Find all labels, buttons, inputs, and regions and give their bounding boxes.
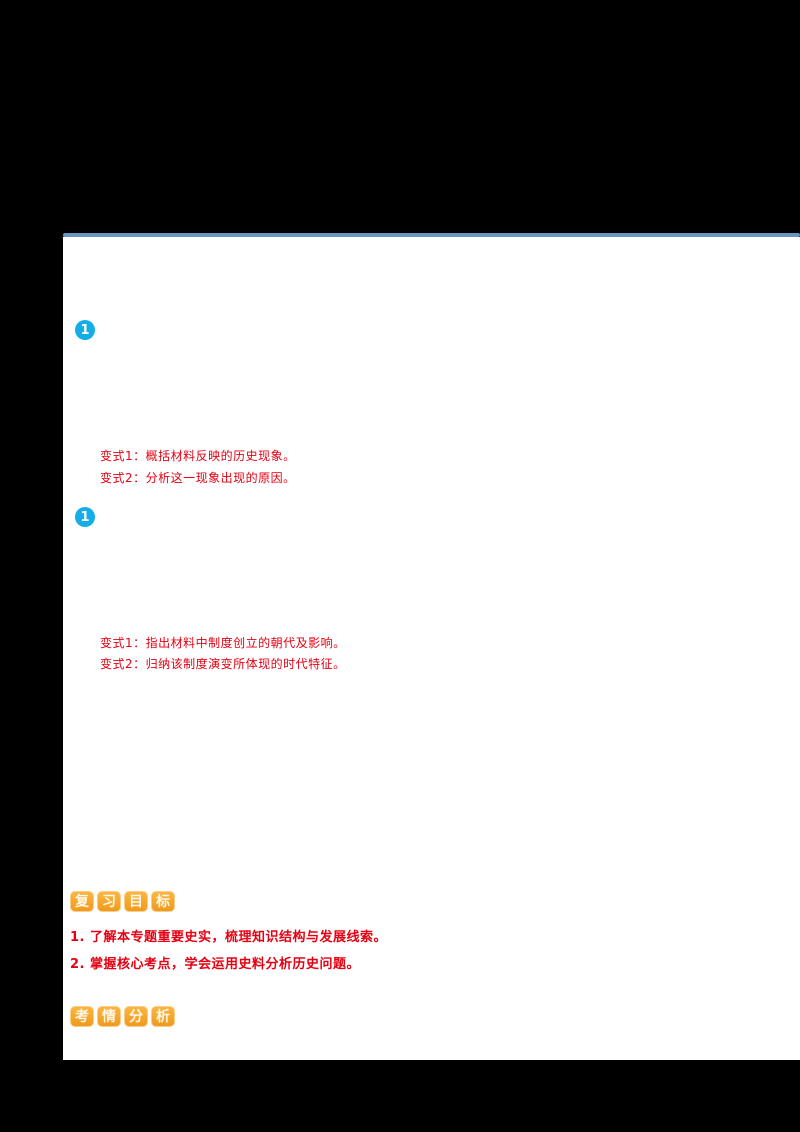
answer-line: 变式1：概括材料反映的历史现象。 — [100, 449, 296, 463]
badge-char: 情 — [97, 1006, 121, 1027]
circled-number-icon: 1 — [75, 320, 95, 340]
answer-line: 变式2：归纳该制度演变所体现的时代特征。 — [100, 657, 346, 671]
document-page — [63, 237, 800, 1060]
top-divider — [63, 233, 800, 237]
badge-char: 习 — [97, 891, 121, 912]
answer-line: 变式1：指出材料中制度创立的朝代及影响。 — [100, 636, 346, 650]
badge-char: 复 — [70, 891, 94, 912]
review-goals-heading: 复 习 目 标 — [70, 891, 175, 912]
review-goal-item: 2. 掌握核心考点，学会运用史料分析历史问题。 — [70, 957, 361, 972]
badge-char: 目 — [124, 891, 148, 912]
circled-number-icon: 1 — [75, 507, 95, 527]
badge-char: 分 — [124, 1006, 148, 1027]
badge-char: 考 — [70, 1006, 94, 1027]
badge-char: 标 — [151, 891, 175, 912]
review-goal-item: 1. 了解本专题重要史实，梳理知识结构与发展线索。 — [70, 930, 388, 945]
exam-analysis-heading: 考 情 分 析 — [70, 1006, 175, 1027]
badge-char: 析 — [151, 1006, 175, 1027]
answer-line: 变式2：分析这一现象出现的原因。 — [100, 471, 296, 485]
